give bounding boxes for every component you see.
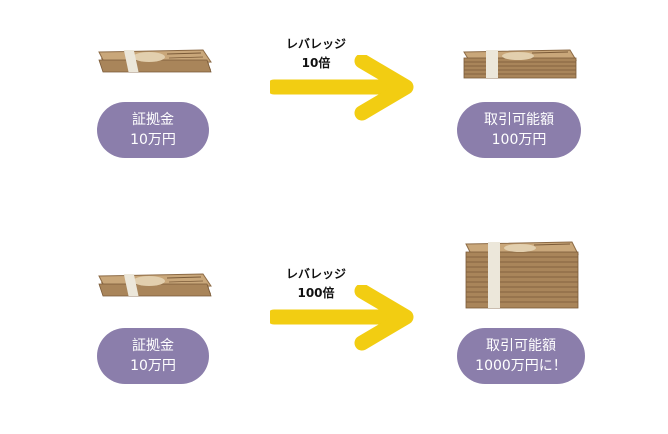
banknote-bundle-icon — [98, 273, 212, 297]
result-amount: 100万円 — [491, 132, 547, 148]
banknote-stack-icon — [463, 49, 577, 79]
leverage-label: レバレッジ 10倍 — [256, 35, 376, 73]
result-amount: 1000万円に！ — [475, 358, 567, 374]
result-label: 取引可能額 — [484, 112, 554, 128]
margin-label: 証拠金 — [132, 112, 174, 128]
result-label: 取引可能額 — [486, 338, 556, 354]
leverage-multiplier: 100倍 — [297, 286, 335, 300]
margin-amount: 10万円 — [130, 132, 176, 148]
result-pill: 取引可能額 100万円 — [457, 102, 581, 158]
leverage-title: レバレッジ — [285, 37, 346, 51]
right-arrow-icon — [270, 55, 414, 121]
banknote-large-stack-icon — [465, 241, 579, 309]
leverage-multiplier: 10倍 — [301, 56, 331, 70]
margin-pill: 証拠金 10万円 — [97, 328, 209, 384]
margin-pill: 証拠金 10万円 — [97, 102, 209, 158]
margin-label: 証拠金 — [132, 338, 174, 354]
right-arrow-icon — [270, 285, 414, 351]
leverage-label: レバレッジ 100倍 — [256, 265, 376, 303]
margin-amount: 10万円 — [130, 358, 176, 374]
banknote-bundle-icon — [98, 49, 212, 73]
leverage-title: レバレッジ — [285, 267, 346, 281]
result-pill: 取引可能額 1000万円に！ — [457, 328, 585, 384]
